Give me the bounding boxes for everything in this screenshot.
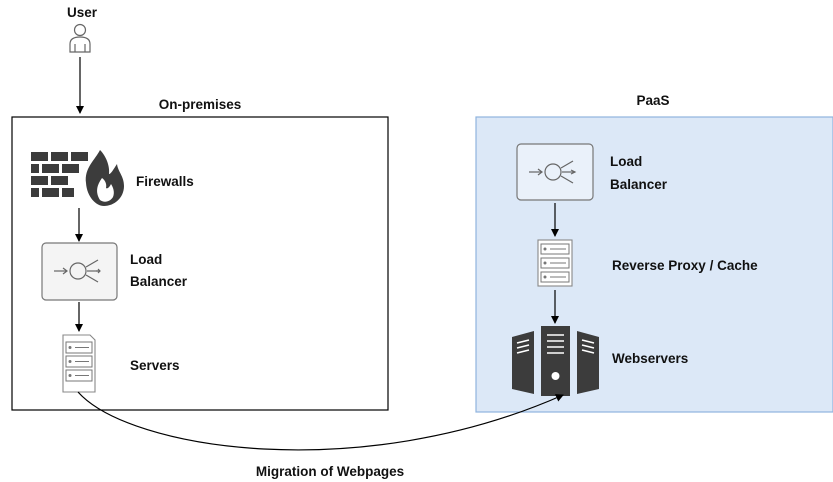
lb-paas-label-line1: Load — [610, 154, 642, 169]
paas-load-balancer-icon — [516, 143, 594, 201]
webservers-label: Webservers — [612, 351, 688, 366]
lb-onprem-label-line1: Load — [130, 252, 162, 267]
migration-arrow — [77, 391, 564, 451]
firewalls-label: Firewalls — [136, 174, 194, 189]
lb-paas-label-line2: Balancer — [610, 177, 668, 192]
reverse-proxy-label: Reverse Proxy / Cache — [612, 258, 758, 273]
user-icon — [69, 23, 91, 53]
user-label: User — [67, 5, 98, 20]
firewall-icon — [31, 150, 124, 206]
on-premises-title: On-premises — [159, 97, 242, 112]
webservers-icon — [512, 326, 599, 396]
server-icon — [62, 334, 96, 393]
reverse-proxy-icon — [537, 239, 573, 287]
migration-label: Migration of Webpages — [256, 464, 404, 479]
lb-onprem-label-line2: Balancer — [130, 274, 188, 289]
paas-title: PaaS — [636, 93, 669, 108]
load-balancer-icon — [41, 242, 118, 301]
servers-label: Servers — [130, 358, 180, 373]
